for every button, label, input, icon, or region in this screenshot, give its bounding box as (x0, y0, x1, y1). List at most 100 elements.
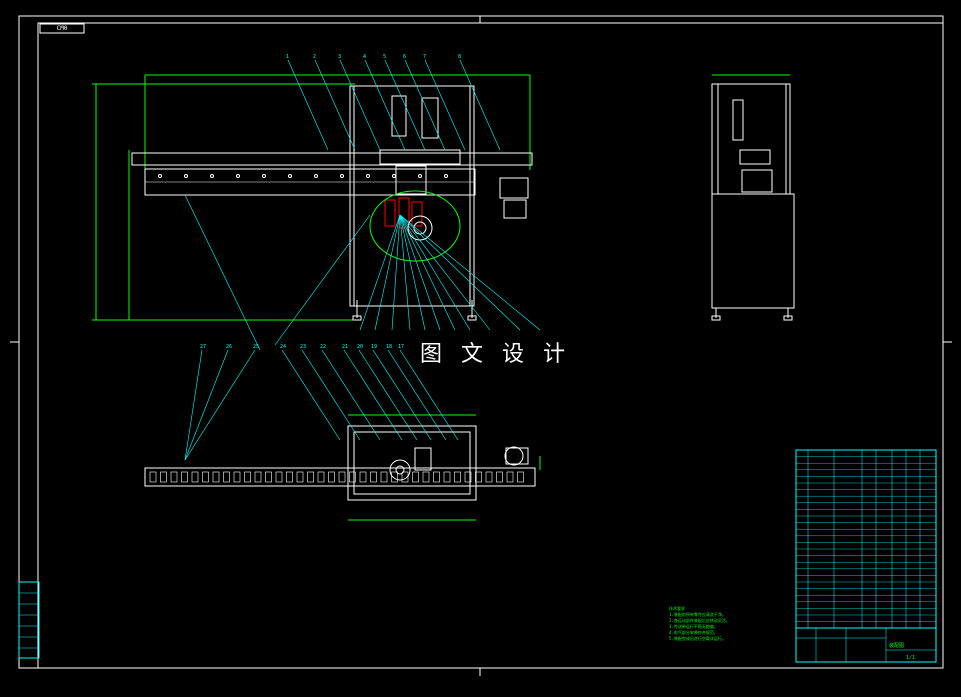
conveyor-rail (131, 152, 533, 166)
foot (467, 315, 477, 321)
leader-line (459, 59, 501, 151)
leader-line (359, 214, 401, 331)
rail-bolt (340, 174, 344, 178)
plan-chain-link (212, 471, 220, 483)
plan-chain-link (254, 471, 262, 483)
leader-line (321, 349, 381, 441)
technical-notes: 技术要求 1.装配前所有零件应清洗干净。 2.各运动部件装配后应转动灵活。 3.… (669, 606, 730, 642)
leader-line (404, 59, 446, 151)
plan-chain-link (244, 471, 251, 483)
note-line: 1.装配前所有零件应清洗干净。 (669, 612, 726, 617)
plan-table (347, 425, 477, 501)
plan-chain-link (149, 471, 157, 483)
leader-line (339, 59, 381, 151)
plan-chain-link (181, 471, 188, 483)
plan-chain-link (275, 471, 283, 483)
head-plate (379, 149, 461, 165)
machine-frame (349, 85, 475, 307)
motor-circle (407, 215, 433, 241)
plan-chain-link (296, 471, 304, 483)
plan-chain-link (433, 471, 440, 483)
leader-line (358, 349, 418, 441)
plan-chain-link (454, 471, 461, 483)
note-line: 2.各运动部件装配后应转动灵活。 (669, 618, 730, 623)
plan-chain-link (307, 471, 314, 483)
leader-line (399, 214, 441, 331)
plan-chain-link (265, 471, 272, 483)
plan-chain-link (170, 471, 178, 483)
note-line: 3.传送带运行平稳无跑偏。 (669, 624, 718, 629)
plan-chain-link (506, 471, 514, 483)
capper-red (411, 201, 423, 227)
table-title: 装配图 (889, 643, 905, 649)
plan-star-hub (395, 465, 405, 475)
leader-line (343, 349, 403, 441)
plan-motor (504, 446, 524, 466)
plan-chain-link (328, 471, 335, 483)
part-number: 27 (200, 344, 206, 350)
plan-chain-link (517, 471, 524, 483)
plan-chain-link (233, 471, 241, 483)
notes-title: 技术要求 (669, 606, 685, 611)
capper-red (384, 199, 396, 227)
leader-line (399, 214, 456, 331)
part-number: 6 (403, 54, 406, 60)
part-number: 25 (253, 344, 259, 350)
leader-line (384, 59, 426, 151)
detail-ellipse (369, 190, 461, 262)
part-number: 24 (280, 344, 286, 350)
leader-line (184, 349, 256, 461)
foot (352, 315, 362, 321)
part-number: 1 (286, 54, 289, 60)
plan-chain-link (464, 471, 472, 483)
rail-bolt (392, 174, 396, 178)
plan-chain-link (370, 471, 377, 483)
leader-line (399, 214, 521, 331)
leader-line (281, 349, 341, 441)
leader-line (399, 349, 459, 441)
leader-line (399, 214, 411, 331)
code-box (39, 23, 85, 34)
side-foot (711, 315, 721, 321)
leader-line (184, 194, 261, 351)
plan-chain-link (286, 471, 293, 483)
side-cabinet (711, 193, 795, 309)
rail-bolt (314, 174, 318, 178)
side-column (732, 99, 744, 141)
right-box (503, 199, 527, 219)
plan-chain-link (401, 471, 409, 483)
part-number: 7 (423, 54, 426, 60)
note-line: 4.电气部分安装符合规范。 (669, 630, 718, 635)
inner-frame (37, 22, 944, 669)
leader-line (387, 349, 447, 441)
plan-head (414, 447, 432, 471)
plan-conveyor (144, 467, 536, 487)
leader-line (364, 59, 406, 151)
title-block (795, 627, 937, 663)
plan-chain-link (443, 471, 451, 483)
drawing-code-box: CM0 (56, 25, 68, 32)
side-frame (711, 83, 791, 195)
rail-bolt (444, 174, 448, 178)
leader-line (287, 59, 329, 151)
part-number: 8 (458, 54, 461, 60)
leader-line (372, 349, 432, 441)
plan-chain-link (422, 471, 430, 483)
note-line: 5.装配完成后进行空载试运行。 (669, 636, 726, 641)
sheet-number: 1/1 (906, 655, 916, 661)
part-number: 4 (363, 54, 366, 60)
leader-line (274, 214, 371, 346)
part-number: 22 (320, 344, 326, 350)
part-number: 21 (342, 344, 348, 350)
plan-chain-link (412, 471, 419, 483)
part-number: 5 (383, 54, 386, 60)
rail-bolt (184, 174, 188, 178)
plan-chain-link (223, 471, 230, 483)
plan-chain-link (380, 471, 388, 483)
head-block (395, 165, 427, 195)
part-number: 18 (386, 344, 392, 350)
parts-table (795, 449, 937, 629)
head-column (421, 97, 439, 139)
leader-line (399, 214, 541, 331)
